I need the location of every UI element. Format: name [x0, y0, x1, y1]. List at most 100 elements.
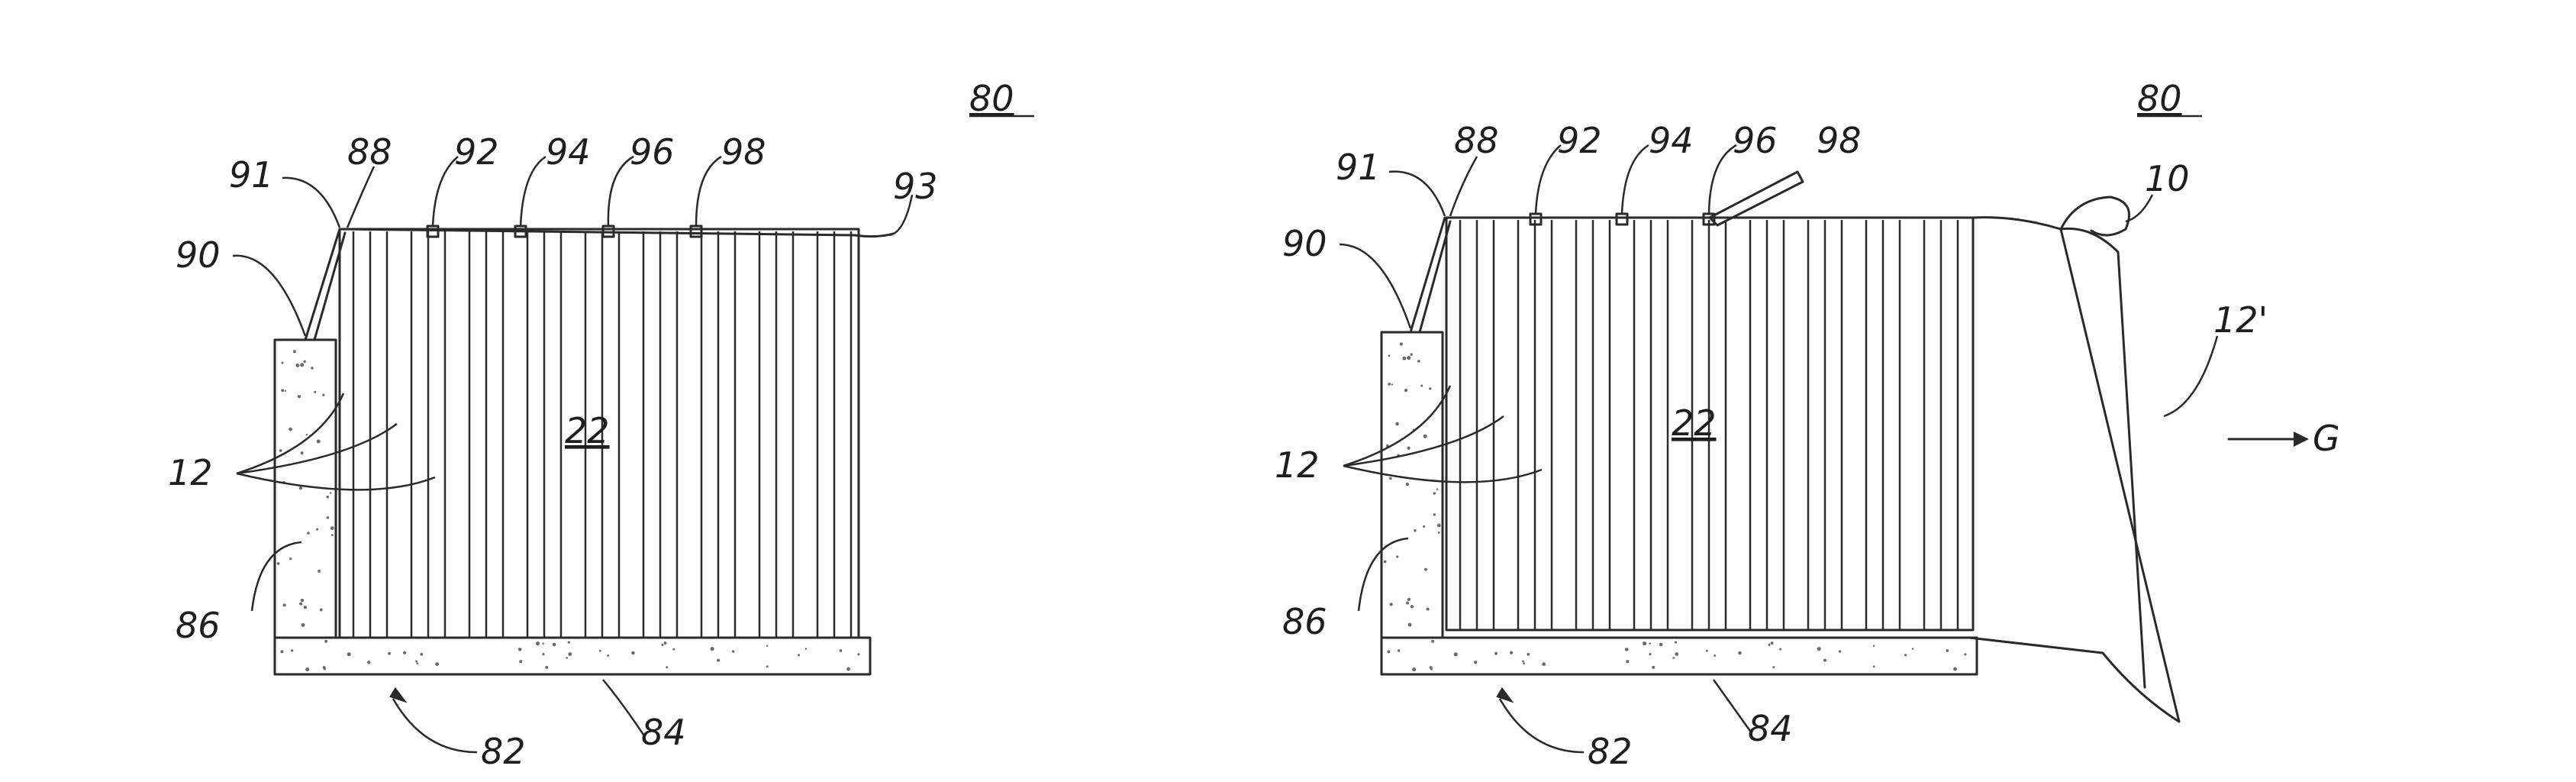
left-speckle-dot: [301, 623, 305, 627]
left-speckle-dot: [283, 603, 286, 606]
right-speckle-dot: [1675, 641, 1677, 643]
right-speckle-dot: [1414, 529, 1416, 532]
left-leader-82: [393, 699, 477, 752]
left-speckle-dot: [545, 666, 548, 669]
right-speckle-dot: [1388, 354, 1391, 357]
right-speckle-dot: [1437, 524, 1441, 528]
right-speckle-dot: [1675, 652, 1678, 656]
right-figure: 80: [1275, 78, 2340, 772]
left-speckle-dot: [717, 659, 720, 662]
right-speckle-dot: [1406, 483, 1409, 486]
right-leader-86: [1359, 538, 1408, 611]
left-speckle-dot: [299, 486, 302, 490]
left-speckle-dot: [798, 654, 800, 656]
left-speckle-dot: [299, 603, 302, 606]
right-leader-90: [1340, 244, 1411, 328]
left-figure-number: 80: [969, 78, 1014, 119]
right-speckle-dot: [1527, 653, 1530, 656]
left-speckle-dot: [607, 654, 609, 657]
right-speckle-dot: [1387, 650, 1390, 653]
right-speckle-dot: [1542, 662, 1546, 666]
right-speckle-dot: [1438, 532, 1440, 534]
right-speckle-dot: [1400, 343, 1403, 346]
right-side-wall: [1381, 332, 1443, 638]
right-speckle-dot: [1408, 623, 1412, 627]
right-speckle-dot: [1946, 649, 1949, 652]
left-label-82: 82: [481, 731, 526, 772]
right-speckle-dot: [1412, 667, 1416, 671]
left-speckle-dot: [306, 434, 308, 435]
right-speckle-dot: [1396, 555, 1398, 557]
left-clip-98: [691, 226, 701, 237]
right-speckle-dot: [1407, 598, 1411, 601]
right-speckle-dot: [1643, 641, 1646, 645]
right-speckle-dot: [1407, 447, 1411, 450]
right-label-12: 12: [1275, 444, 1320, 486]
right-label-82: 82: [1588, 731, 1633, 772]
right-speckle-dot: [1389, 477, 1392, 480]
right-label-84: 84: [1748, 708, 1793, 749]
right-speckle-dot: [1433, 492, 1436, 495]
left-leader-94: [521, 157, 546, 226]
right-speckle-dot: [1384, 561, 1387, 564]
left-speckle-dot: [518, 648, 522, 651]
right-speckle-dot: [1474, 661, 1477, 664]
right-connector-strut: [1411, 218, 1445, 332]
right-speckle-dot: [1779, 648, 1781, 651]
right-speckle-dot: [1714, 654, 1716, 657]
right-speckle-dot: [1423, 525, 1425, 528]
right-label-92: 92: [1557, 120, 1602, 161]
right-speckle-dot: [1402, 357, 1406, 360]
left-speckle-dot: [289, 428, 292, 431]
right-speckle-dot: [1454, 652, 1458, 656]
left-speckle-dot: [316, 528, 318, 531]
left-speckle-dot: [305, 667, 309, 671]
left-speckle-dot: [542, 642, 544, 645]
right-speckle-dot: [1406, 602, 1409, 605]
right-speckle-dot: [1407, 356, 1411, 360]
left-leader-86: [252, 542, 301, 611]
right-speckle-dot: [1433, 513, 1436, 516]
left-speckle-dot: [280, 650, 283, 653]
left-speckle-dot: [367, 661, 370, 664]
left-speckle-dot: [840, 649, 843, 652]
left-speckle-dot: [301, 451, 304, 454]
left-speckle-dot: [279, 449, 282, 452]
left-speckle-dot: [300, 363, 304, 367]
left-speckle-dot: [403, 651, 406, 654]
left-speckle-dot: [318, 570, 321, 573]
left-speckle-dot: [282, 362, 284, 364]
left-speckle-dot: [846, 667, 850, 671]
right-speckle-dot: [1912, 648, 1913, 649]
right-speckle-dot: [1510, 651, 1513, 654]
right-speckle-dot: [1423, 435, 1427, 438]
right-leader-88: [1450, 157, 1477, 216]
left-speckle-dot: [766, 665, 769, 667]
left-speckle-dot: [542, 653, 544, 655]
left-speckle-dot: [289, 557, 292, 560]
left-speckle-dot: [347, 652, 351, 656]
right-speckle-dot: [1823, 659, 1826, 662]
left-leader-88: [347, 166, 374, 228]
left-speckle-dot: [599, 650, 601, 652]
right-pull-arrowhead: [2294, 431, 2309, 447]
right-speckle-dot: [1768, 644, 1770, 646]
right-speckle-dot: [1410, 353, 1412, 355]
left-leader-91: [282, 178, 340, 228]
left-figure: 80: [168, 78, 1034, 772]
right-film-sheet-fold: [2061, 228, 2145, 687]
right-label-96: 96: [1733, 120, 1778, 161]
left-speckle-dot: [766, 645, 769, 647]
left-label-94: 94: [546, 131, 591, 173]
left-label-98: 98: [721, 131, 766, 173]
right-speckle-dot: [1404, 389, 1407, 392]
right-label-22: 22: [1672, 402, 1717, 444]
right-speckle-dot: [1771, 641, 1774, 645]
left-speckle-dot: [568, 641, 570, 643]
right-speckle-dot: [1523, 662, 1525, 664]
left-speckle-dot: [732, 650, 734, 652]
left-speckle-dot: [291, 649, 293, 651]
right-speckle-dot: [1411, 605, 1414, 608]
left-label-91: 91: [229, 154, 274, 196]
left-speckle-dot: [672, 648, 675, 651]
